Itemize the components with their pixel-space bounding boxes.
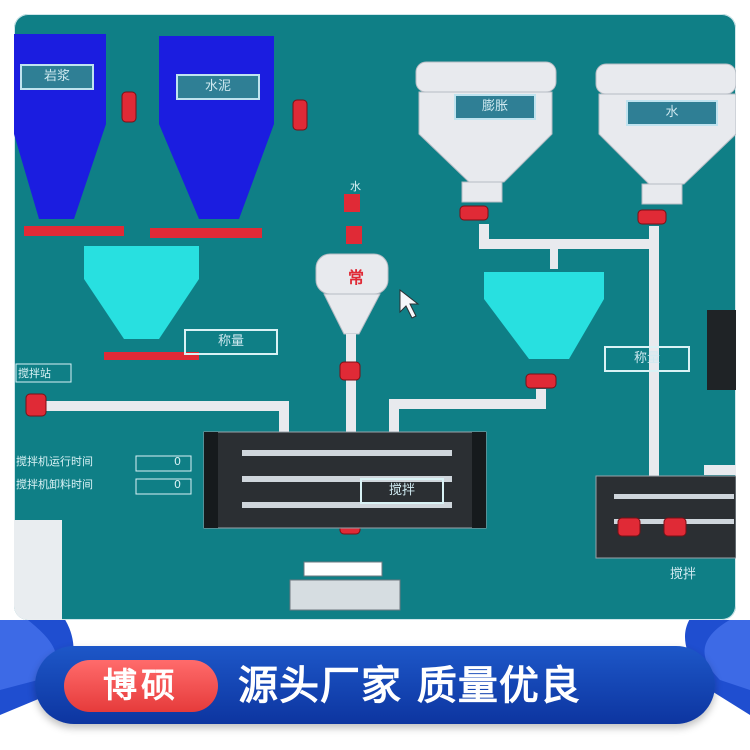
- hopper-2-gate[interactable]: [150, 228, 262, 238]
- scale-1-label: 称量: [184, 329, 278, 355]
- hopper-2-side-valve[interactable]: [292, 99, 308, 131]
- mixer-label: 搅拌: [360, 478, 444, 504]
- scale-2-valve[interactable]: [525, 373, 557, 389]
- blue-hopper-1: [14, 34, 106, 219]
- blue-ribbon-decoration: [0, 620, 750, 715]
- left-feed-valve[interactable]: [25, 393, 47, 417]
- left-feed-pipe: [29, 401, 289, 434]
- top-tag-label: 水: [350, 180, 361, 193]
- brand-pill: 博硕: [64, 660, 218, 712]
- scale-2-label: 称量: [604, 346, 690, 372]
- slogan-text: 源头厂家 质量优良: [238, 663, 581, 709]
- left-status-1: 搅拌机运行时间: [16, 455, 93, 468]
- right-side-panel: [707, 310, 736, 390]
- cyan-scale-hopper-2: [484, 272, 604, 359]
- silo-2-label: 水: [626, 100, 718, 126]
- main-mixer: [203, 431, 487, 529]
- mouse-cursor-icon: [399, 288, 420, 319]
- blue-hopper-2: [159, 36, 274, 219]
- fan-label: 常: [348, 268, 365, 287]
- white-silo-2: [595, 63, 736, 205]
- mixer-2-label: 搅拌: [669, 567, 696, 582]
- secondary-mixer: [595, 475, 736, 559]
- blue-hopper-2-label: 水泥: [176, 74, 260, 100]
- scale-2-pipe: [389, 389, 546, 434]
- readout-box-2: [135, 478, 192, 495]
- cyan-scale-hopper-1: [84, 246, 199, 339]
- process-diagram: [14, 34, 736, 620]
- center-valve-1[interactable]: [339, 361, 361, 381]
- conveyor-truck: [289, 561, 401, 611]
- hopper-1-side-valve[interactable]: [121, 91, 137, 123]
- scale-1-gate[interactable]: [104, 352, 199, 360]
- left-status-2: 搅拌机卸料时间: [16, 478, 93, 491]
- silo-pipe-top: [479, 224, 659, 249]
- cyclone-separator: [315, 253, 389, 335]
- left-status-3: 搅拌站: [18, 367, 51, 380]
- fan-top-valve[interactable]: [344, 194, 360, 212]
- blue-hopper-1-label: 岩浆: [20, 64, 94, 90]
- white-silo-1: [415, 61, 557, 203]
- silo-1-label: 膨胀: [454, 94, 536, 120]
- readout-box-1: [135, 455, 192, 472]
- left-value-1: 0: [174, 455, 181, 468]
- silo-2-valve[interactable]: [637, 209, 667, 225]
- hmi-screen: 岩浆 水泥 膨胀 水 称量 称量 搅拌 搅拌 常 水 搅拌机运行时间 搅拌机卸料…: [14, 14, 736, 620]
- fan-inlet-valve[interactable]: [346, 226, 362, 244]
- hopper-1-gate[interactable]: [24, 226, 124, 236]
- left-bottom-panel: [14, 520, 62, 620]
- silo-1-valve[interactable]: [459, 205, 489, 221]
- readout-box-3: [15, 363, 72, 383]
- left-value-2: 0: [174, 478, 181, 491]
